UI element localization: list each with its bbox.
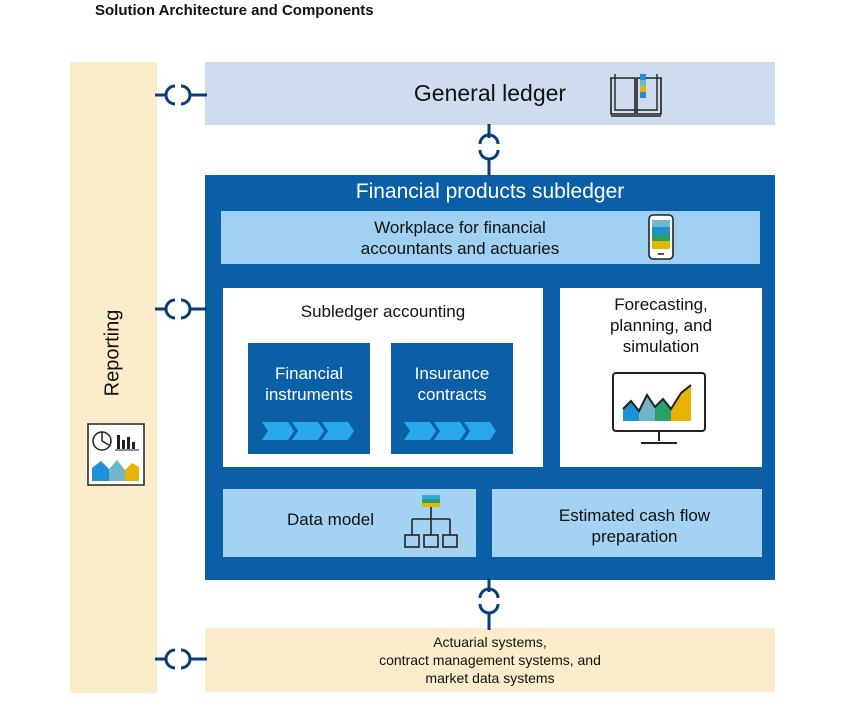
financial-instruments-label: Financial instruments	[248, 363, 370, 405]
page-title: Solution Architecture and Components	[95, 2, 374, 19]
label-line: simulation	[622, 337, 700, 356]
label-line: preparation	[591, 527, 678, 546]
workplace-line: Workplace for financial	[374, 218, 546, 237]
reporting-dashboard-icon	[87, 423, 145, 486]
external-systems-label: Actuarial systems, contract management s…	[205, 633, 775, 687]
process-arrows-icon	[262, 422, 354, 440]
label-line: Estimated cash flow	[558, 506, 711, 525]
data-model-label: Data model	[287, 510, 374, 529]
label-line: Financial	[274, 364, 344, 383]
cash-flow-box	[492, 489, 762, 557]
hierarchy-icon	[404, 495, 458, 548]
label-line: market data systems	[425, 670, 555, 686]
monitor-chart-icon	[612, 372, 706, 444]
label-line: Forecasting,	[614, 295, 708, 314]
subledger-title: Financial products subledger	[355, 180, 625, 203]
label-line: Insurance	[414, 364, 490, 383]
external-systems-box	[205, 628, 775, 692]
subledger-accounting-title: Subledger accounting	[300, 302, 466, 321]
reporting-panel	[70, 62, 157, 693]
cash-flow-label: Estimated cash flow preparation	[492, 505, 777, 547]
general-ledger-box	[205, 62, 775, 125]
insurance-contracts-label: Insurance contracts	[391, 363, 513, 405]
vertical-connector-icon	[478, 124, 500, 176]
label-line: contracts	[417, 385, 487, 404]
horizontal-connector-icon	[155, 648, 207, 670]
horizontal-connector-icon	[155, 298, 207, 320]
horizontal-connector-icon	[155, 84, 207, 106]
workplace-label: Workplace for financial accountants and …	[230, 217, 690, 259]
mobile-phone-icon	[648, 214, 674, 260]
label-line: planning, and	[609, 316, 713, 335]
process-arrows-icon	[404, 422, 496, 440]
general-ledger-label: General ledger	[413, 80, 567, 106]
label-line: Actuarial systems,	[433, 634, 547, 650]
label-line: contract management systems, and	[379, 652, 601, 668]
label-line: instruments	[265, 385, 353, 404]
reporting-label: Reporting	[101, 309, 124, 397]
forecasting-label: Forecasting, planning, and simulation	[560, 294, 762, 357]
vertical-connector-icon	[478, 578, 500, 630]
ledger-book-icon	[610, 74, 662, 117]
workplace-line: accountants and actuaries	[360, 239, 560, 258]
